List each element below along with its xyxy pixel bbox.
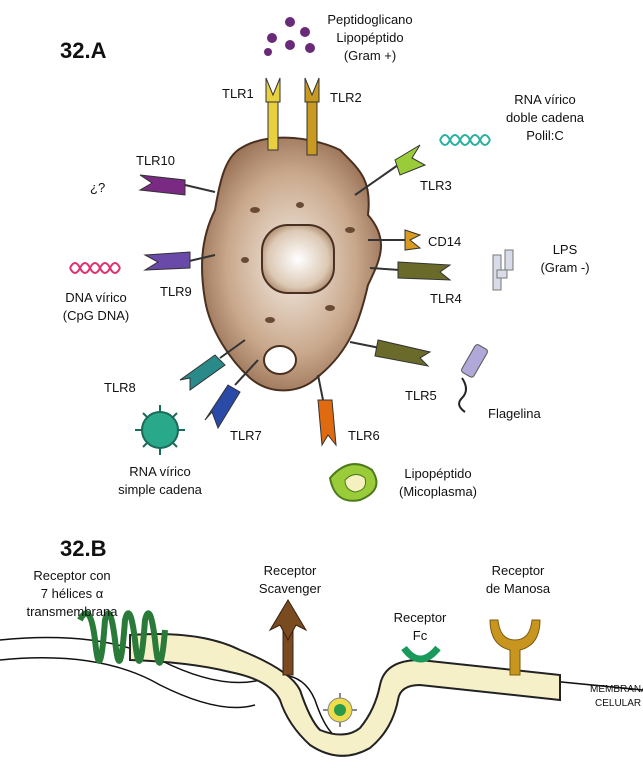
mannose-receptor	[490, 620, 540, 675]
cd14-label: CD14	[428, 234, 461, 249]
tlr3-label: TLR3	[420, 178, 452, 193]
tlr1-receptor	[266, 78, 280, 150]
phagocytosed-particle-icon	[323, 693, 357, 727]
tlr4-label: TLR4	[430, 291, 462, 306]
rna-ss-line2: simple cadena	[118, 482, 203, 497]
tlr7-label: TLR7	[230, 428, 262, 443]
peptidoglycan-dots	[264, 17, 315, 56]
scavenger-line1: Receptor	[264, 563, 317, 578]
tlr1-label: TLR1	[222, 86, 254, 101]
gram-pos-line2: Lipopéptido	[336, 30, 403, 45]
gram-pos-line3: (Gram +)	[344, 48, 396, 63]
manosa-line2: de Manosa	[486, 581, 551, 596]
fc-line1: Receptor	[394, 610, 447, 625]
flagelina-label: Flagelina	[488, 406, 542, 421]
tlr2-receptor	[305, 78, 319, 155]
tlr8-receptor	[180, 340, 245, 390]
panel-b-title: 32.B	[60, 536, 106, 561]
rna-ds-line1: RNA vírico	[514, 92, 575, 107]
lipopep-line2: (Micoplasma)	[399, 484, 477, 499]
dna-line2: (CpG DNA)	[63, 308, 129, 323]
membrane-label-line2: CELULAR	[595, 698, 641, 709]
tlr6-receptor	[318, 375, 336, 445]
virus-icon	[135, 405, 185, 455]
panel-a-title: 32.A	[60, 38, 107, 63]
tlr8-label: TLR8	[104, 380, 136, 395]
flagellin-icon	[459, 344, 488, 412]
rna-ss-line1: RNA vírico	[129, 464, 190, 479]
tlr2-label: TLR2	[330, 90, 362, 105]
cell-membrane	[130, 634, 560, 756]
lps-icon	[493, 250, 513, 290]
unknown-ligand: ¿?	[90, 180, 105, 195]
dna-viral-icon	[70, 263, 120, 273]
dna-line1: DNA vírico	[65, 290, 126, 305]
seven-helix-line2: 7 hélices α	[41, 586, 104, 601]
scavenger-receptor	[270, 600, 306, 675]
manosa-line1: Receptor	[492, 563, 545, 578]
membrane-label-line1: MEMBRANA	[590, 684, 643, 695]
seven-helix-line3: transmembrana	[26, 604, 118, 619]
lps-line2: (Gram -)	[540, 260, 589, 275]
scavenger-line2: Scavenger	[259, 581, 322, 596]
rna-ds-line2: doble cadena	[506, 110, 585, 125]
rna-double-strand-icon	[440, 135, 490, 145]
rna-ds-line3: Polil:C	[526, 128, 564, 143]
lps-line1: LPS	[553, 242, 578, 257]
seven-helix-line1: Receptor con	[33, 568, 110, 583]
cell-vesicle	[264, 346, 296, 374]
tlr4-receptor	[370, 262, 450, 280]
tlr5-label: TLR5	[405, 388, 437, 403]
tlr3-receptor	[355, 145, 425, 195]
lipopep-line1: Lipopéptido	[404, 466, 471, 481]
mycoplasma-icon	[330, 464, 376, 501]
tlr5-receptor	[350, 340, 430, 366]
tlr10-receptor	[140, 175, 215, 195]
tlr6-label: TLR6	[348, 428, 380, 443]
gram-pos-line1: Peptidoglicano	[327, 12, 412, 27]
tlr10-label: TLR10	[136, 153, 175, 168]
tlr9-label: TLR9	[160, 284, 192, 299]
cell-nucleus	[262, 225, 334, 293]
fc-line2: Fc	[413, 628, 428, 643]
fc-receptor	[404, 648, 438, 659]
